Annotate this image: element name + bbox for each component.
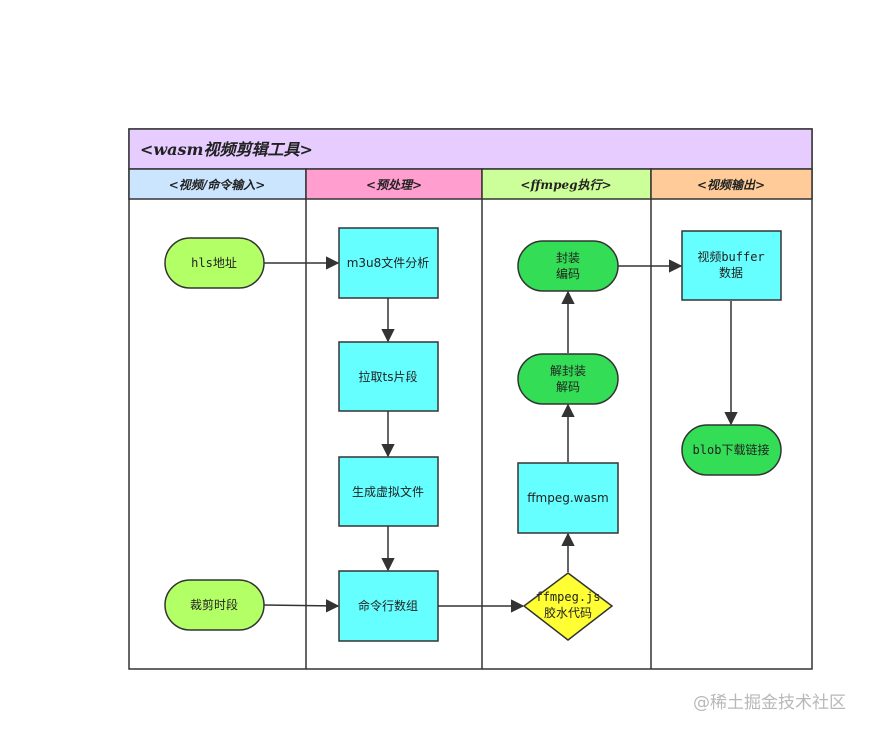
lane-header-ffmpeg [481, 168, 652, 200]
node-label: ffmpeg.wasm [527, 491, 609, 505]
node-m3u8-parse: m3u8文件分析 [338, 227, 439, 299]
diagram-title: <wasm视频剪辑工具> [140, 140, 313, 159]
node-pull-ts: 拉取ts片段 [338, 341, 439, 412]
lane-header-output [650, 168, 813, 200]
node-ffmpeg-wasm: ffmpeg.wasm [517, 462, 619, 534]
lane-header-input [128, 168, 307, 200]
title-bar [128, 128, 813, 170]
node-label: hls地址 [191, 256, 237, 270]
node-video-buffer: 视频buffer 数据 [681, 230, 782, 301]
node-demux-decode: 解封装 解码 [517, 353, 619, 405]
node-label: 解封装 [550, 364, 586, 378]
node-label: 封装 [556, 251, 580, 265]
node-label: 解码 [556, 380, 580, 394]
node-label: 拉取ts片段 [359, 369, 418, 384]
lane-label-ffmpeg: <ffmpeg执行> [520, 178, 611, 192]
node-label: 视频buffer [697, 249, 764, 264]
node-clip-time: 裁剪时段 [164, 579, 265, 631]
node-label: 生成虚拟文件 [352, 484, 424, 499]
node-mux-encode: 封装 编码 [517, 240, 619, 292]
node-label: 数据 [719, 265, 743, 280]
node-gen-virtual-file: 生成虚拟文件 [338, 456, 439, 527]
node-blob-link: blob下载链接 [681, 424, 782, 476]
node-label: 胶水代码 [544, 605, 592, 620]
node-label: 命令行数组 [358, 598, 418, 613]
node-hls-address: hls地址 [164, 237, 265, 289]
lane-label-output: <视频输出> [697, 178, 765, 192]
node-label: m3u8文件分析 [347, 255, 430, 270]
edge-cliptime-to-cmd [263, 599, 340, 613]
node-glue-code: ffmpeg.js 胶水代码 [522, 572, 614, 641]
lane-label-input: <视频/命令输入> [169, 178, 266, 192]
lane-label-preprocess: <预处理> [366, 178, 422, 192]
swimlane-frame [128, 128, 813, 670]
node-label: 裁剪时段 [190, 597, 238, 612]
node-label: ffmpeg.js [535, 590, 600, 604]
node-label: blob下载链接 [693, 442, 770, 457]
node-cmd-array: 命令行数组 [338, 570, 439, 642]
watermark-text: @稀土掘金技术社区 [693, 693, 846, 713]
node-label: 编码 [556, 266, 580, 281]
